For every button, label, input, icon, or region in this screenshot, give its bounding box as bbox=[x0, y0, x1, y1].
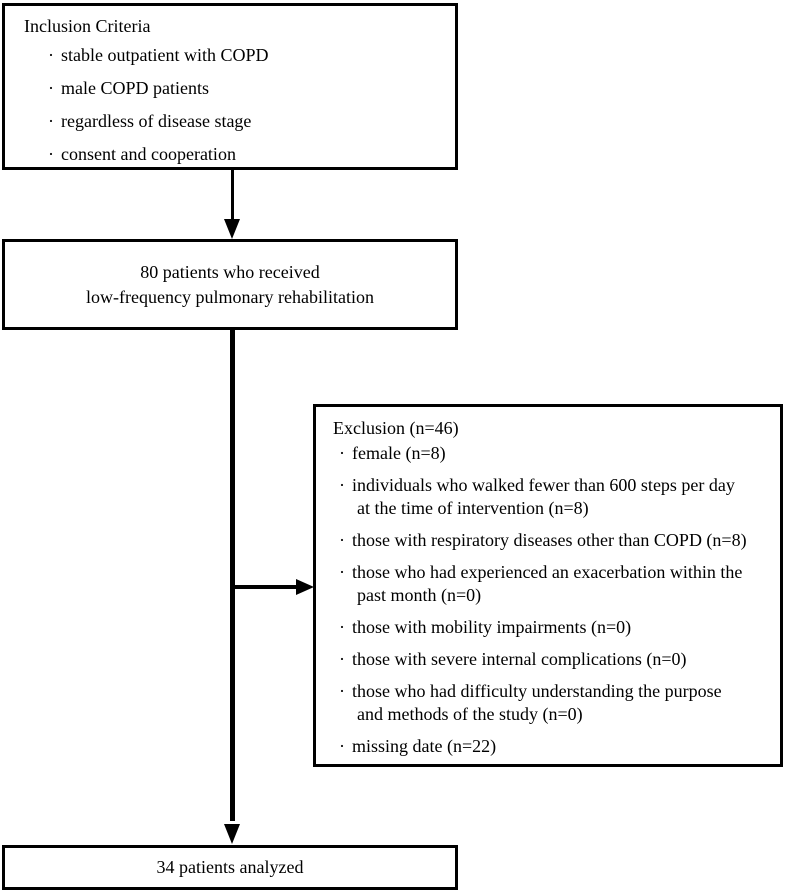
bullet-dot-icon: · bbox=[339, 617, 345, 637]
list-item-label-continued: at the time of intervention (n=8) bbox=[357, 498, 589, 518]
list-item-label: regardless of disease stage bbox=[61, 111, 252, 131]
inclusion-criteria-list: · stable outpatient with COPD · male COP… bbox=[48, 45, 455, 164]
exclusion-box: Exclusion (n=46) · female (n=8) · indivi… bbox=[313, 404, 783, 767]
list-item: · missing date (n=22) bbox=[339, 735, 780, 758]
list-item-label-continued: past month (n=0) bbox=[357, 585, 482, 605]
list-item: · those with severe internal complicatio… bbox=[339, 648, 780, 671]
list-item-label: female (n=8) bbox=[352, 443, 446, 463]
bullet-dot-icon: · bbox=[48, 111, 54, 131]
list-item-label: those with severe internal complications… bbox=[352, 649, 687, 669]
list-item-label-continued: and methods of the study (n=0) bbox=[357, 704, 583, 724]
list-item-label: missing date (n=22) bbox=[352, 736, 497, 756]
bullet-dot-icon: · bbox=[339, 649, 345, 669]
exclusion-list: · female (n=8) · individuals who walked … bbox=[339, 442, 780, 758]
bullet-dot-icon: · bbox=[339, 681, 345, 701]
list-item-label: those who had difficulty understanding t… bbox=[352, 681, 722, 701]
list-item: · those with respiratory diseases other … bbox=[339, 529, 780, 552]
bullet-dot-icon: · bbox=[48, 78, 54, 98]
bullet-dot-icon: · bbox=[339, 562, 345, 582]
bullet-dot-icon: · bbox=[339, 530, 345, 550]
connector-branch-to-exclusion-line bbox=[232, 585, 298, 589]
list-item: · male COPD patients bbox=[48, 78, 455, 98]
connector-inclusion-to-received-arrowhead-icon bbox=[224, 219, 240, 239]
analyzed-patients-box: 34 patients analyzed bbox=[2, 845, 458, 890]
connector-branch-to-exclusion-arrowhead-icon bbox=[296, 579, 314, 595]
list-item-label: individuals who walked fewer than 600 st… bbox=[352, 475, 735, 495]
list-item-label: those who had experienced an exacerbatio… bbox=[352, 562, 743, 582]
list-item-label: male COPD patients bbox=[61, 78, 209, 98]
list-item: · regardless of disease stage bbox=[48, 111, 455, 131]
analyzed-patients-label: 34 patients analyzed bbox=[156, 857, 304, 877]
bullet-dot-icon: · bbox=[339, 443, 345, 463]
list-item: · consent and cooperation bbox=[48, 144, 455, 164]
list-item: · individuals who walked fewer than 600 … bbox=[339, 474, 780, 520]
connector-received-to-analyzed-line bbox=[230, 330, 235, 821]
list-item-label: those with mobility impairments (n=0) bbox=[352, 617, 632, 637]
list-item-label: stable outpatient with COPD bbox=[61, 45, 269, 65]
connector-inclusion-to-received-line bbox=[231, 170, 234, 220]
bullet-dot-icon: · bbox=[48, 45, 54, 65]
list-item: · those who had experienced an exacerbat… bbox=[339, 561, 780, 607]
list-item-label: consent and cooperation bbox=[61, 144, 236, 164]
connector-received-to-analyzed-arrowhead-icon bbox=[224, 824, 240, 844]
list-item: · female (n=8) bbox=[339, 442, 780, 465]
list-item: · those with mobility impairments (n=0) bbox=[339, 616, 780, 639]
bullet-dot-icon: · bbox=[48, 144, 54, 164]
received-rehabilitation-box: 80 patients who received low-frequency p… bbox=[2, 239, 458, 330]
inclusion-criteria-heading: Inclusion Criteria bbox=[24, 16, 151, 36]
exclusion-heading: Exclusion (n=46) bbox=[333, 418, 459, 438]
inclusion-criteria-box: Inclusion Criteria · stable outpatient w… bbox=[2, 3, 458, 170]
list-item: · stable outpatient with COPD bbox=[48, 45, 455, 65]
bullet-dot-icon: · bbox=[339, 475, 345, 495]
received-rehabilitation-label: 80 patients who received low-frequency p… bbox=[86, 261, 374, 307]
list-item-label: those with respiratory diseases other th… bbox=[352, 530, 747, 550]
bullet-dot-icon: · bbox=[339, 736, 345, 756]
list-item: · those who had difficulty understanding… bbox=[339, 680, 780, 726]
